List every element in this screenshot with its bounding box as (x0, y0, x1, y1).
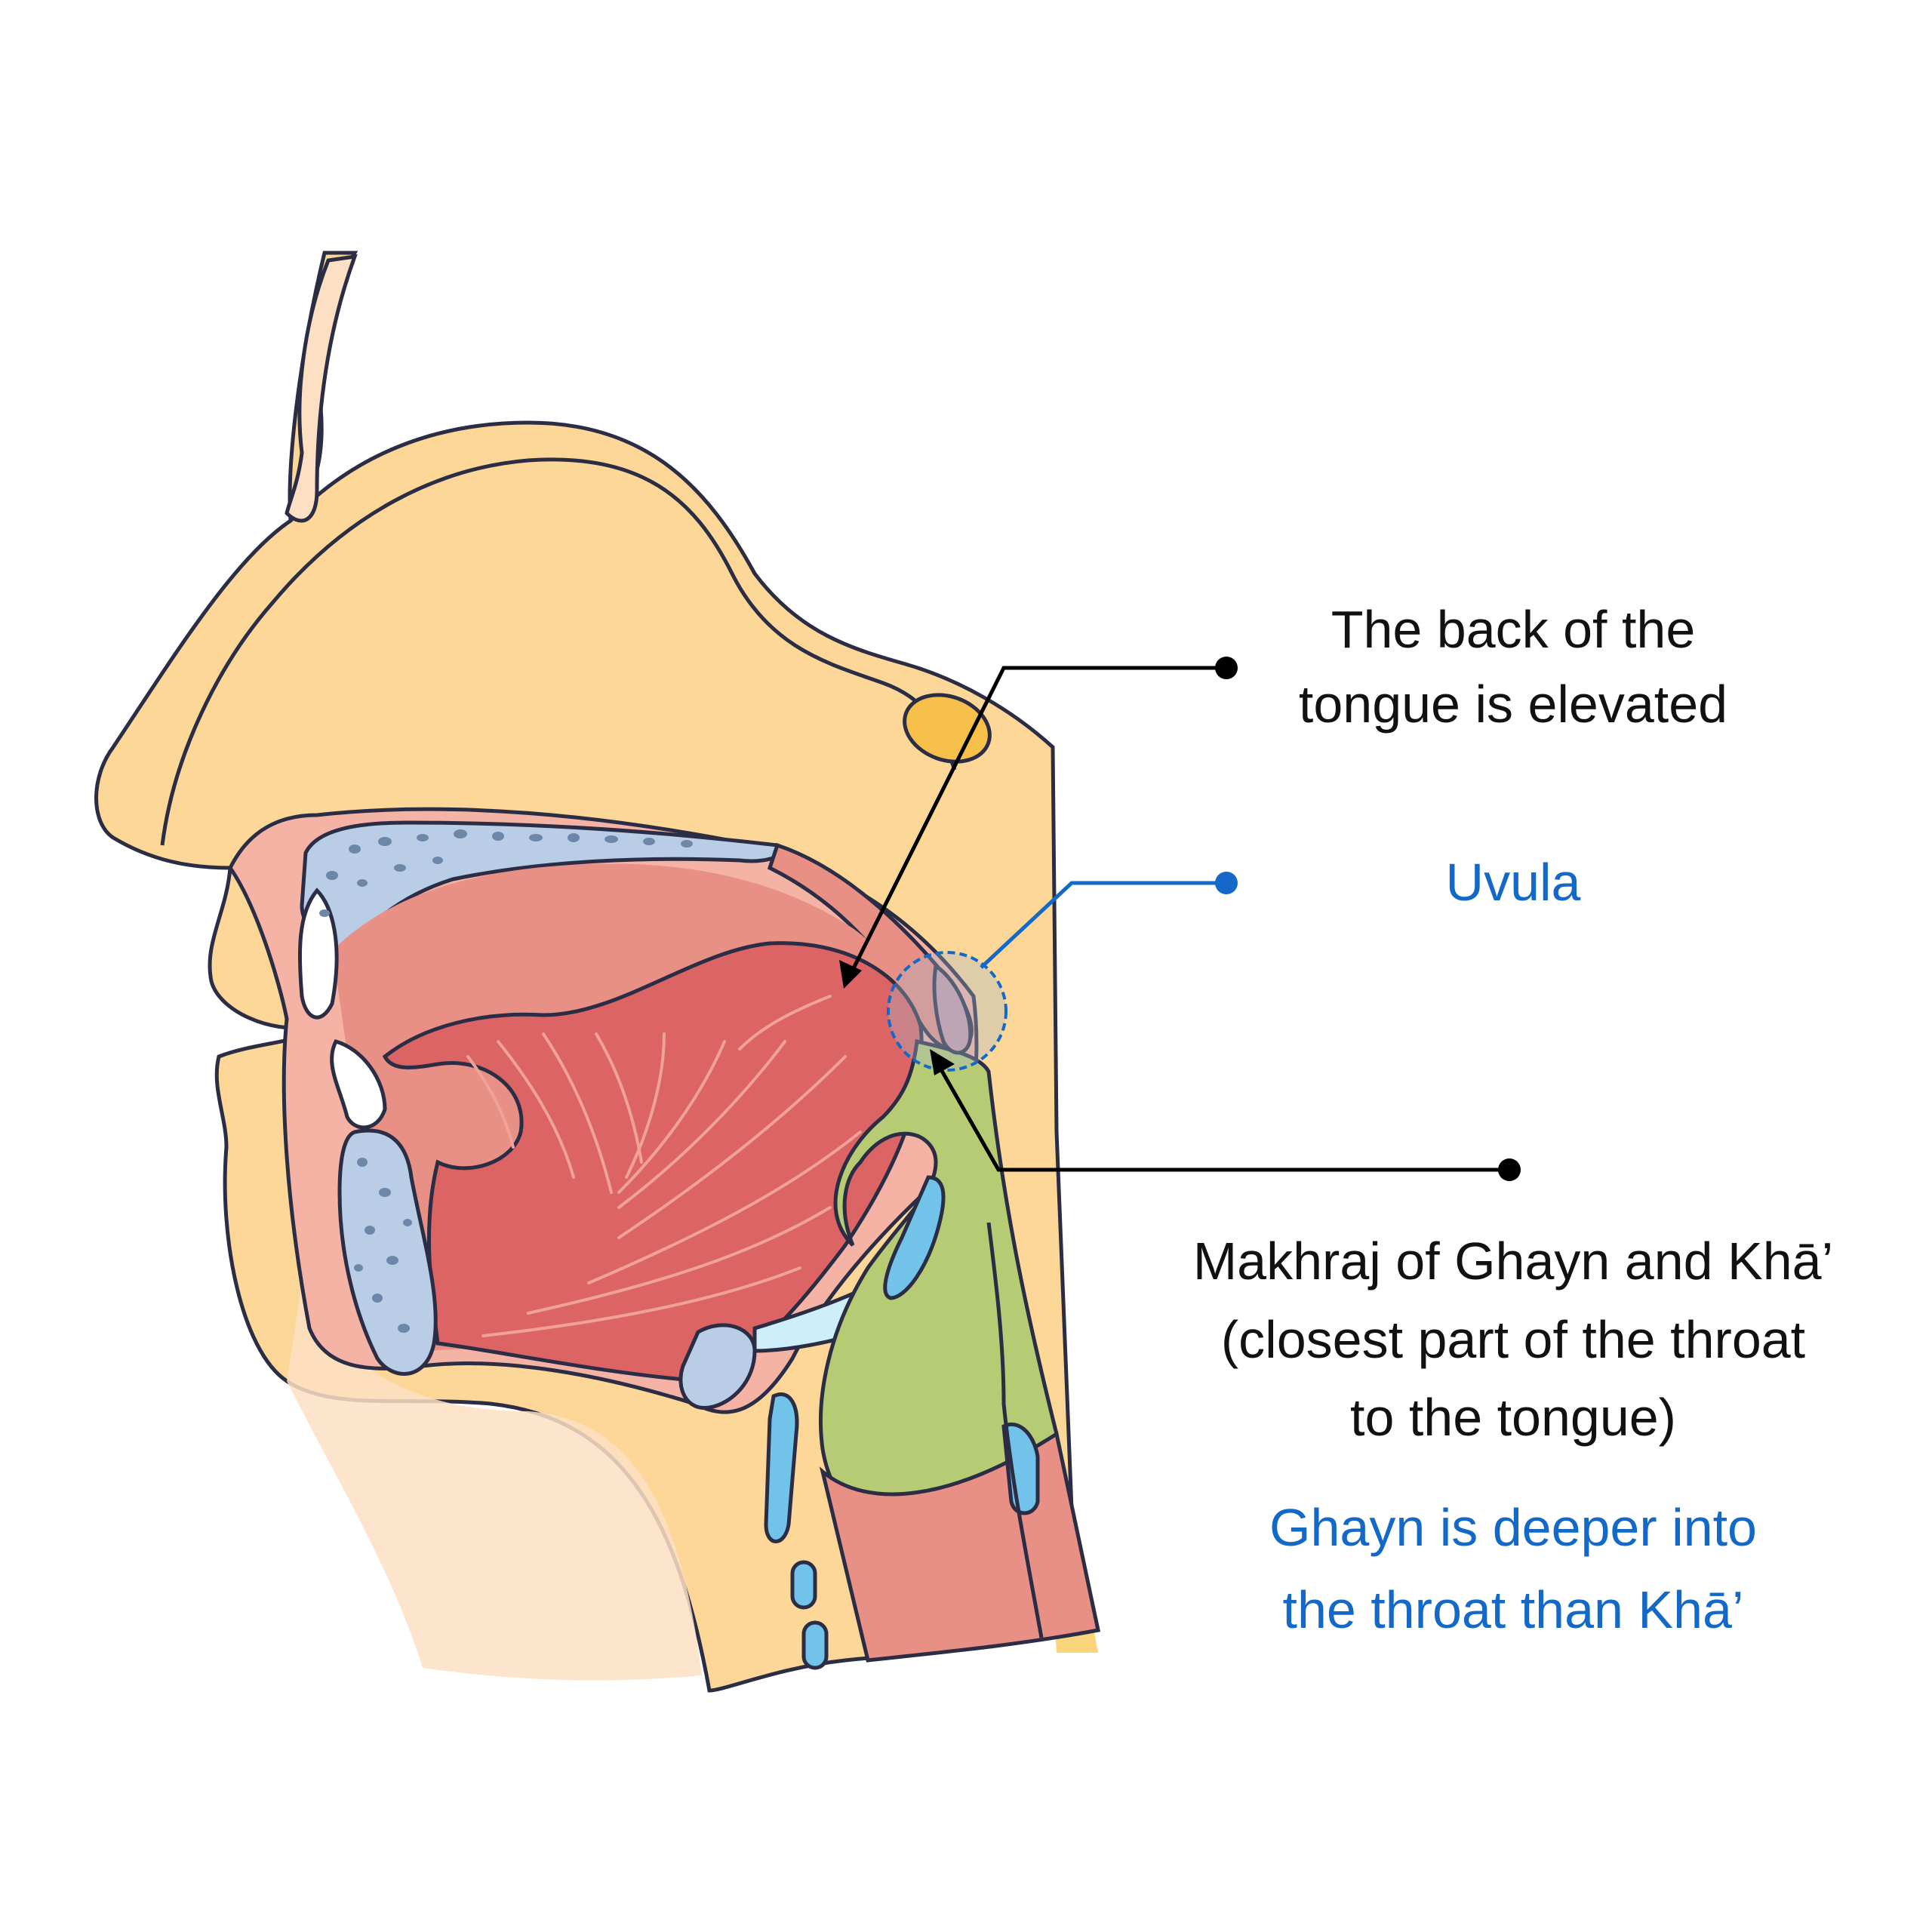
adenoid (903, 693, 992, 764)
uvula-label-text: Uvula (1445, 853, 1581, 912)
makhraj-label-line2: (closest part of the throat (1220, 1309, 1806, 1369)
makhraj-leader-dot (1498, 1158, 1521, 1181)
cartilage-1 (883, 1175, 946, 1300)
tongue-back-leader-dot (1215, 657, 1238, 679)
tongue-back-leader-line (847, 666, 1226, 979)
chin-neck-light (287, 1283, 702, 1681)
ghayn-note-line1: Ghayn is deeper into (1269, 1498, 1757, 1557)
nostril (285, 254, 358, 523)
makhraj-label-line1: Makhraj of Ghayn and Khā’ (1192, 1232, 1834, 1291)
uvula-highlight-circle (887, 951, 1008, 1072)
makhraj-label: Makhraj of Ghayn and Khā’ (closest part … (1155, 1223, 1872, 1457)
cartilage-4 (801, 1620, 829, 1670)
bone-speckles (319, 829, 693, 1333)
nasal-inner-contour (160, 457, 957, 846)
tongue-back-label-line1: The back of the (1331, 600, 1696, 659)
uvula-leader-dot (1215, 872, 1238, 894)
cartilage-2 (764, 1392, 799, 1543)
jaw-bone (337, 1128, 438, 1376)
tongue-back-arrowhead (839, 960, 862, 989)
hyoid-bone (678, 1323, 757, 1410)
tongue-fibers (466, 995, 862, 1337)
tongue-back-label-line2: tongue is elevated (1298, 675, 1728, 734)
upper-tooth (297, 888, 339, 1020)
uvula-leader-line (980, 881, 1226, 969)
cartilage-3 (790, 1560, 817, 1610)
throat-green (819, 1038, 1059, 1513)
cartilage-5 (1001, 1422, 1040, 1515)
ghayn-note-label: Ghayn is deeper into the throat than Khā… (1155, 1487, 1872, 1651)
tongue-back-label: The back of the tongue is elevated (1275, 592, 1751, 743)
makhraj-leader-line (934, 1059, 1509, 1172)
lower-tooth (330, 1039, 387, 1130)
uvula-label: Uvula (1275, 845, 1751, 920)
makhraj-label-line3: to the tongue) (1350, 1388, 1676, 1447)
ghayn-note-line2: the throat than Khā’ (1282, 1580, 1744, 1639)
makhraj-arrowhead (930, 1049, 955, 1075)
esophagus-line (986, 1222, 1044, 1638)
uvula-shape (932, 962, 973, 1055)
